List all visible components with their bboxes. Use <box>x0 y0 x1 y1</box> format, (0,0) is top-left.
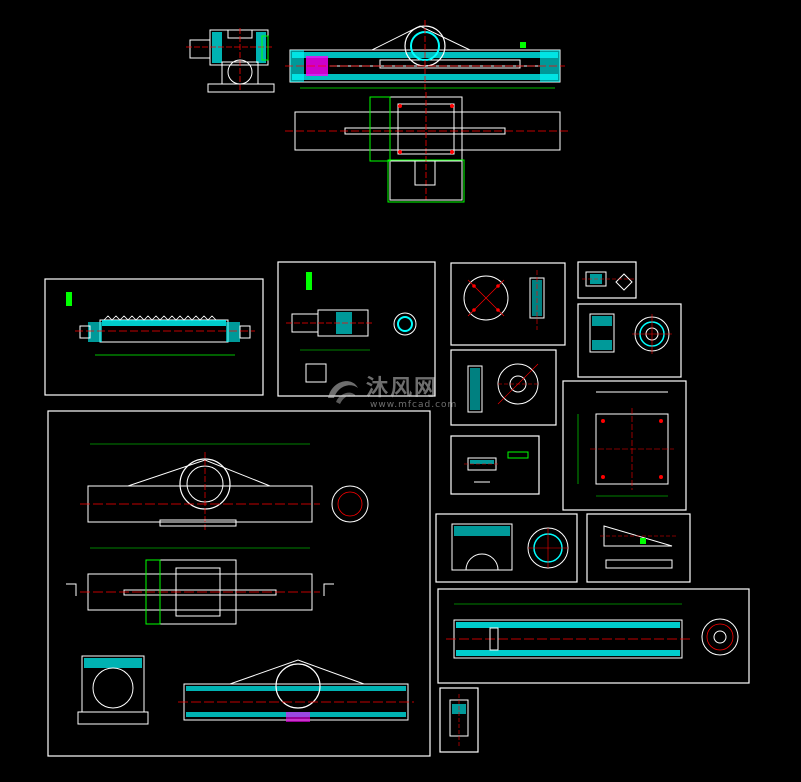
top-plan-view <box>285 92 570 203</box>
motor-gearbox-view <box>186 28 275 93</box>
watermark: 沐风网 www.mfcad.com <box>322 368 482 418</box>
overview-assembly <box>186 20 570 203</box>
sheet-support-rib <box>586 513 691 583</box>
sheet-bearing-seat <box>577 303 682 378</box>
watermark-url: www.mfcad.com <box>370 400 458 410</box>
sheet-main-assembly <box>47 410 431 757</box>
sheet-hub-disk <box>450 349 557 426</box>
watermark-logo-icon <box>328 381 358 404</box>
sheet-rack-shaft <box>44 278 264 396</box>
sheet-small-bracket <box>577 261 637 299</box>
sheet-tube-shaft <box>437 588 750 684</box>
sheet-key-block <box>450 435 540 495</box>
sheet-housing-body <box>435 513 578 583</box>
sheet-base-plate <box>562 380 687 511</box>
watermark-brand: 沐风网 <box>366 376 439 401</box>
sheet-small-part <box>439 687 479 753</box>
sheet-flange-disk <box>450 262 566 346</box>
front-section-view <box>285 20 565 90</box>
sheet-gear-parts <box>277 261 436 397</box>
